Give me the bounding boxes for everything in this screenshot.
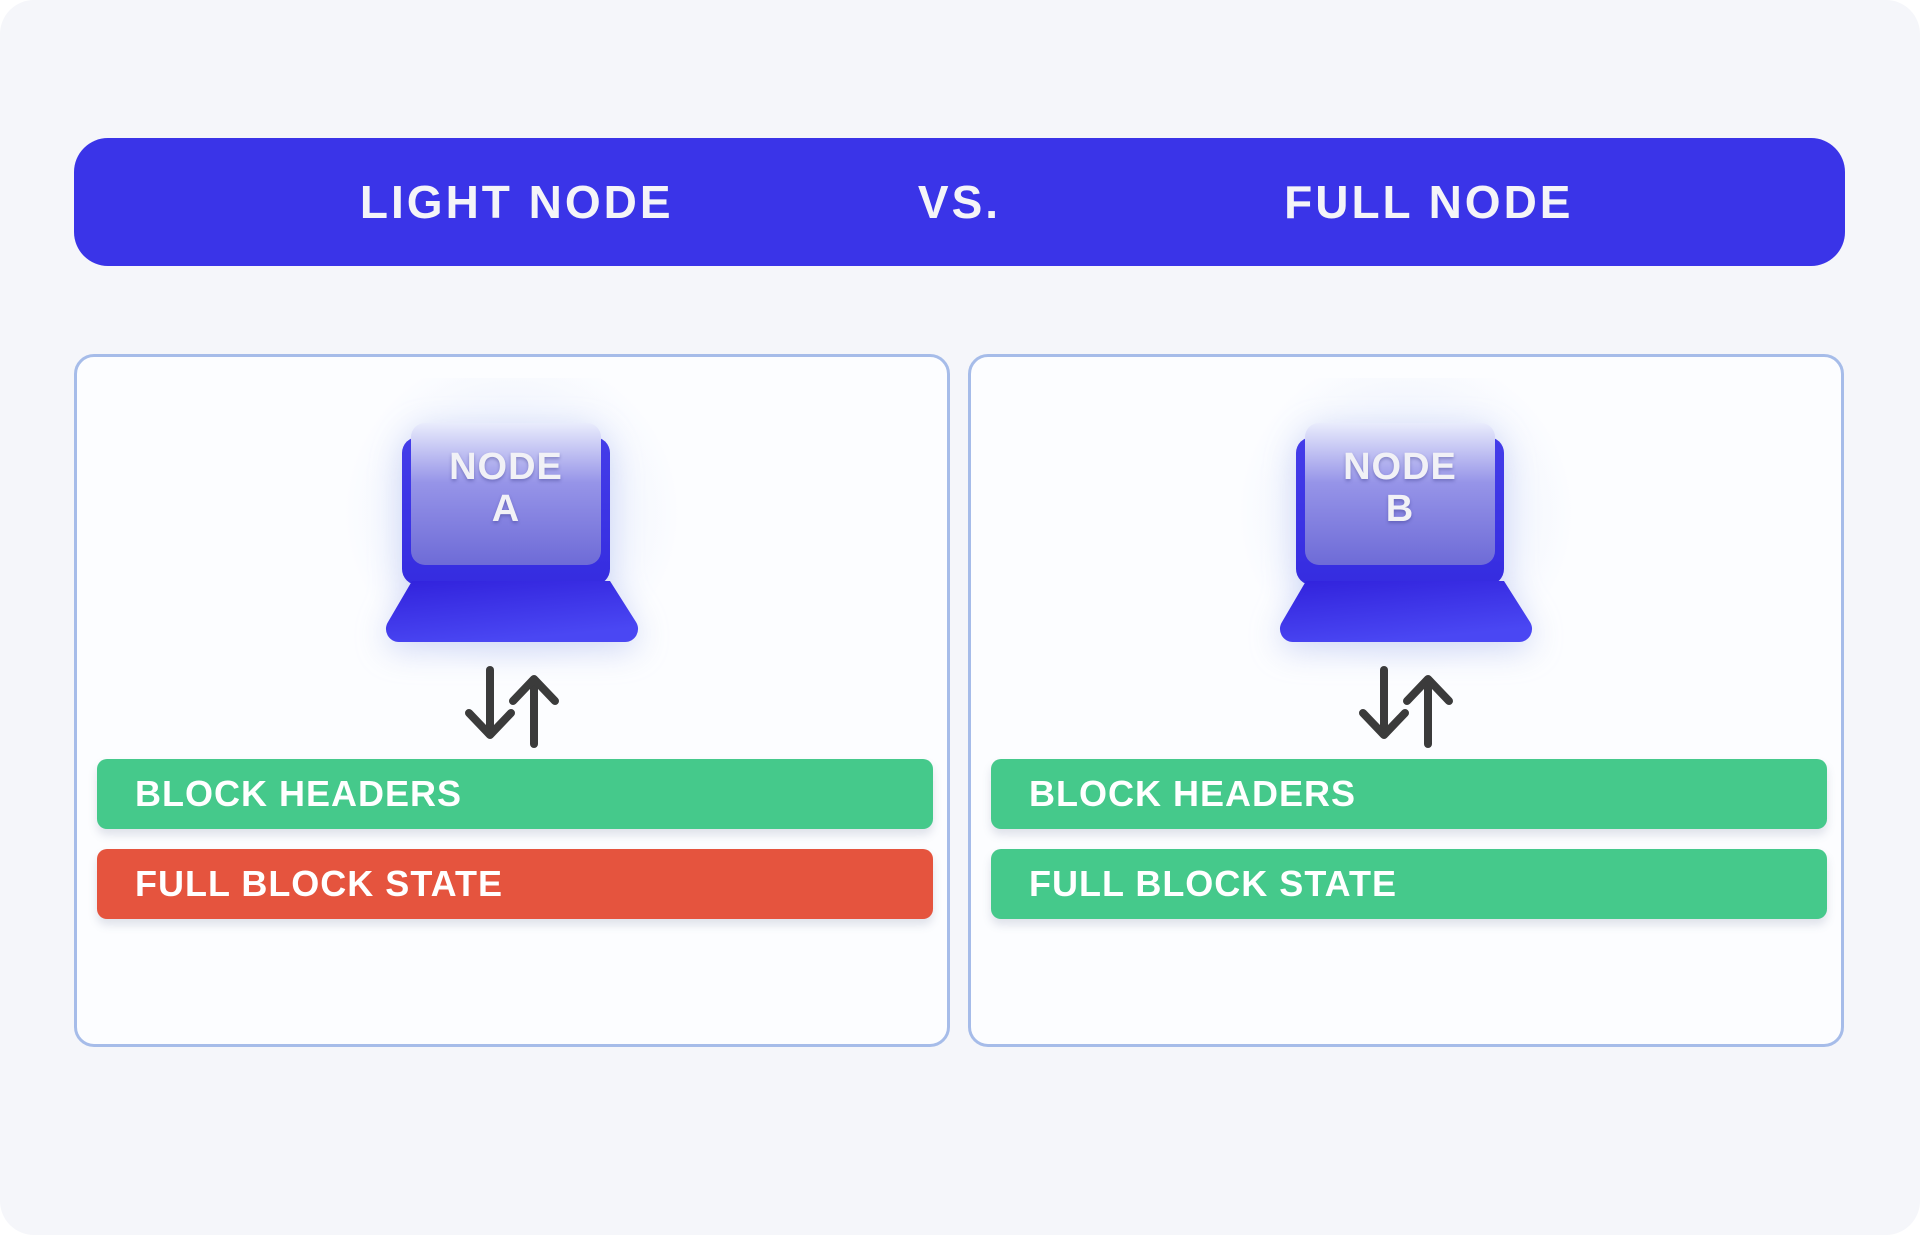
full-block-state-label: FULL BLOCK STATE — [1029, 863, 1397, 904]
block-headers-bar: BLOCK HEADERS — [991, 759, 1827, 829]
node-a-label: NODE A — [411, 446, 601, 531]
node-b-label-line1: NODE — [1343, 446, 1457, 488]
full-block-state-bar: FULL BLOCK STATE — [991, 849, 1827, 919]
header-vs-label: VS. — [917, 176, 1002, 228]
up-down-arrows-icon — [465, 666, 559, 748]
header-banner: LIGHT NODE VS. FULL NODE — [74, 138, 1845, 266]
header-light-node-label: LIGHT NODE — [359, 176, 674, 228]
block-headers-bar: BLOCK HEADERS — [97, 759, 933, 829]
node-a-laptop: NODE A — [342, 378, 682, 678]
block-headers-label: BLOCK HEADERS — [135, 773, 463, 814]
node-b-label: NODE B — [1305, 446, 1495, 531]
node-a-label-line2: A — [491, 487, 521, 530]
node-b-label-line2: B — [1385, 487, 1415, 530]
header-full-node-label: FULL NODE — [1284, 176, 1574, 228]
block-headers-label: BLOCK HEADERS — [1029, 773, 1357, 814]
laptop-icon — [1279, 423, 1533, 643]
node-a-label-line1: NODE — [449, 446, 563, 488]
full-node-panel: NODE B BLOCK HEADERS FULL BLOCK STATE — [968, 354, 1844, 1047]
light-node-panel: NODE A BLOCK HEADERS FULL BLOCK STATE — [74, 354, 950, 1047]
node-b-laptop: NODE B — [1236, 378, 1576, 678]
laptop-icon — [385, 423, 639, 643]
full-block-state-bar: FULL BLOCK STATE — [97, 849, 933, 919]
up-down-arrows-icon — [1359, 666, 1453, 748]
full-block-state-label: FULL BLOCK STATE — [135, 863, 503, 904]
